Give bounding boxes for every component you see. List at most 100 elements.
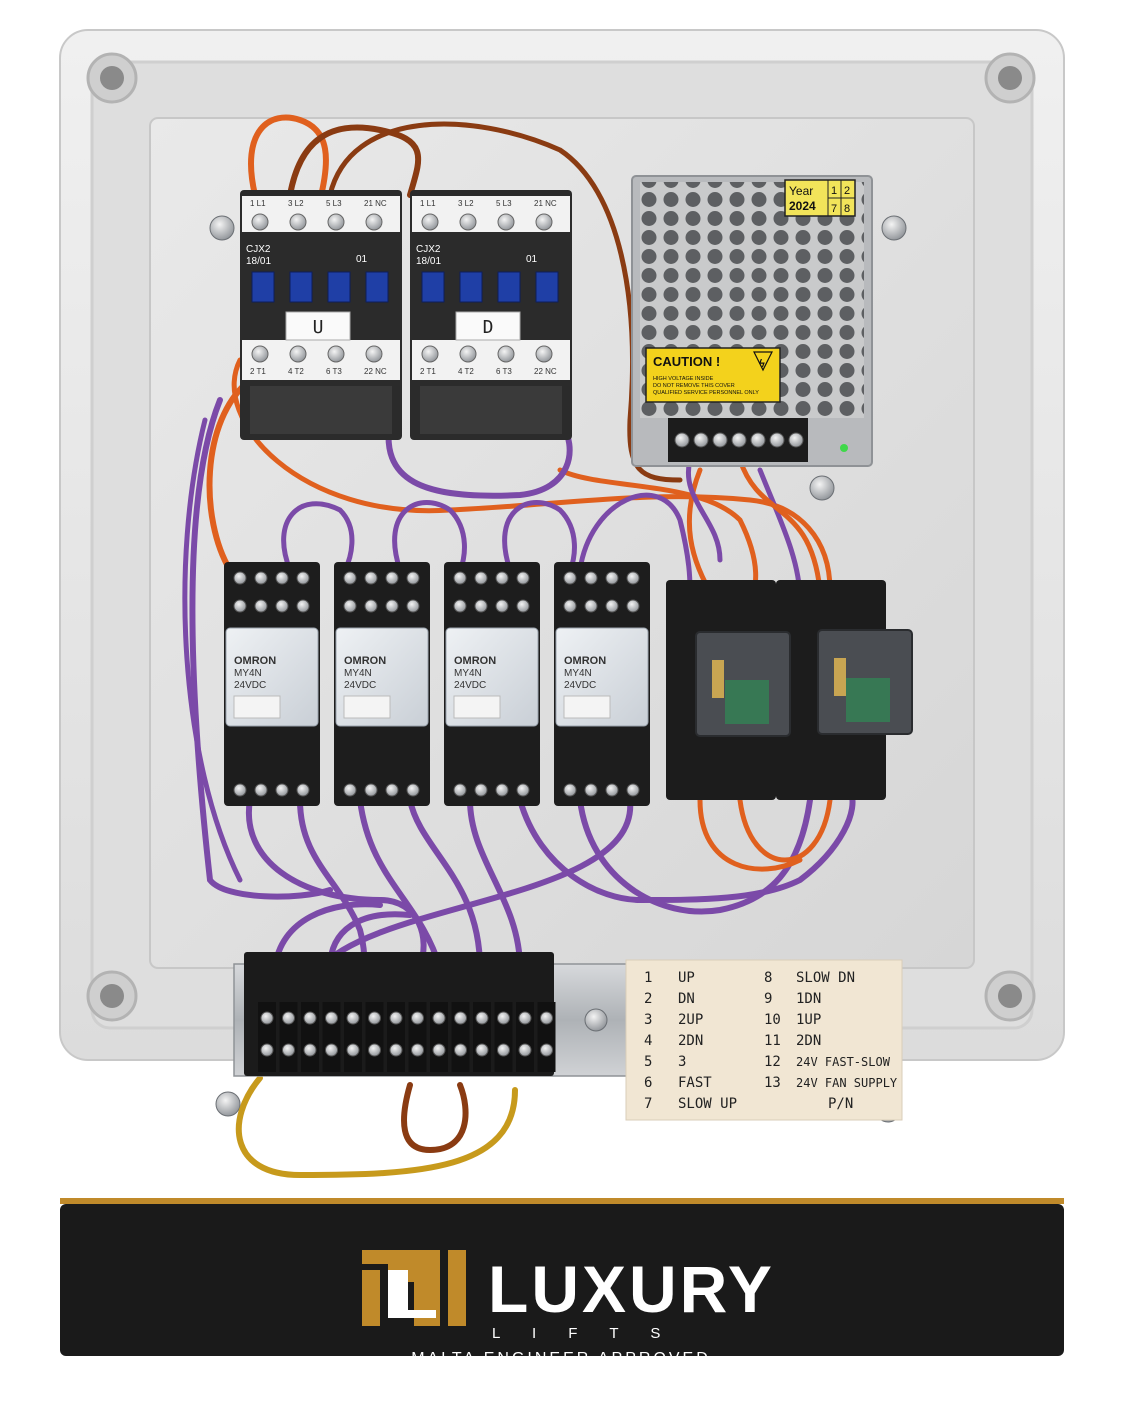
legend-right-label: 2DN xyxy=(796,1033,821,1049)
legend-right-label: SLOW DN xyxy=(796,970,855,986)
caution-line: HIGH VOLTAGE INSIDE xyxy=(653,376,714,382)
contactor-aux: 01 xyxy=(526,254,538,265)
year-grid-digit: 8 xyxy=(844,203,850,215)
year-grid-digit: 7 xyxy=(831,203,837,215)
relay-voltage: 24VDC xyxy=(234,680,266,691)
legend-right-num: 10 xyxy=(764,1012,781,1028)
legend-right-label: 1UP xyxy=(796,1012,821,1028)
legend-left-label: SLOW UP xyxy=(678,1096,737,1112)
terminal-rail xyxy=(233,952,641,1077)
year-label-text: Year xyxy=(789,184,813,198)
legend-left-num: 1 xyxy=(644,970,652,986)
psu-terminal-screw xyxy=(731,432,747,448)
brand-tagline: MALTA ENGINEER APPROVED xyxy=(411,1350,711,1367)
psu-led-indicator xyxy=(840,444,848,452)
timer-relays xyxy=(666,580,913,800)
legend-left-label: 2DN xyxy=(678,1033,703,1049)
relay-model: MY4N xyxy=(454,668,482,679)
legend-left-label: FAST xyxy=(678,1075,712,1091)
psu-terminal-screw xyxy=(788,432,804,448)
contactor-terminal-label: 4 T2 xyxy=(458,367,474,376)
relay-brand: OMRON xyxy=(234,655,276,667)
lightning-icon: ϟ xyxy=(759,358,765,370)
year-grid-digit: 1 xyxy=(831,185,837,197)
psu-terminal-screw xyxy=(693,432,709,448)
legend-right-num: 9 xyxy=(764,991,772,1007)
legend-left-num: 7 xyxy=(644,1096,652,1112)
legend-right-label: P/N xyxy=(828,1096,853,1112)
legend-left-num: 4 xyxy=(644,1033,652,1049)
caution-line: QUALIFIED SERVICE PERSONNEL ONLY xyxy=(653,390,759,396)
relay-brand: OMRON xyxy=(564,655,606,667)
contactor-terminal-label: 2 T1 xyxy=(420,367,436,376)
relay-model: MY4N xyxy=(564,668,592,679)
relay-brand: OMRON xyxy=(454,655,496,667)
brand-banner: LUXURY L I F T S MALTA ENGINEER APPROVED xyxy=(60,1198,1064,1367)
hazard-icon xyxy=(753,351,773,372)
contactor-terminal-label: 5 L3 xyxy=(326,199,342,208)
legend-right-label: 24V FAST-SLOW xyxy=(796,1055,891,1069)
legend-left-num: 6 xyxy=(644,1075,652,1091)
legend-right-label: 1DN xyxy=(796,991,821,1007)
relay-model: MY4N xyxy=(234,668,262,679)
contactor-model: CJX2 xyxy=(416,244,441,255)
relays: OMRONMY4N24VDCOMRONMY4N24VDCOMRONMY4N24V… xyxy=(224,562,650,806)
legend-left-label: 3 xyxy=(678,1054,686,1070)
brand-sub: L I F T S xyxy=(492,1325,674,1342)
contactor-direction-label: D xyxy=(483,317,494,338)
brand-name: LUXURY xyxy=(488,1252,775,1326)
relay-voltage: 24VDC xyxy=(454,680,486,691)
psu-terminal-screw xyxy=(674,432,690,448)
legend-right-num: 11 xyxy=(764,1033,781,1049)
contactor-terminal-label: 22 NC xyxy=(534,367,557,376)
legend-left-label: UP xyxy=(678,970,695,986)
legend-left-num: 2 xyxy=(644,991,652,1007)
contactor-terminal-label: 21 NC xyxy=(534,199,557,208)
legend-left-num: 3 xyxy=(644,1012,652,1028)
caution-line: DO NOT REMOVE THIS COVER xyxy=(653,383,735,389)
contactor-rating: 18/01 xyxy=(416,256,441,267)
power-supply-unit: Year 2024 1 2 7 8 CAUTION ! HIGH VOLTAGE… xyxy=(631,175,873,467)
caution-title: CAUTION ! xyxy=(653,354,720,369)
contactor-terminal-label: 3 L2 xyxy=(288,199,304,208)
contactor-terminal-label: 2 T1 xyxy=(250,367,266,376)
contactor-terminal-label: 6 T3 xyxy=(496,367,512,376)
legend-left-label: DN xyxy=(678,991,695,1007)
luxury-lifts-logo xyxy=(362,1250,466,1326)
legend-right-num: 12 xyxy=(764,1054,781,1070)
wiring-harness xyxy=(182,114,856,1179)
contactor-terminal-label: 6 T3 xyxy=(326,367,342,376)
contactor-terminal-label: 5 L3 xyxy=(496,199,512,208)
psu-terminal-screw xyxy=(769,432,785,448)
legend-left-label: 2UP xyxy=(678,1012,703,1028)
contactor-aux: 01 xyxy=(356,254,368,265)
year-value-text: 2024 xyxy=(789,199,816,213)
relay-voltage: 24VDC xyxy=(564,680,596,691)
legend-right-label: 24V FAN SUPPLY xyxy=(796,1076,898,1090)
contactor-terminal-label: 1 L1 xyxy=(250,199,266,208)
contactor-model: CJX2 xyxy=(246,244,271,255)
year-grid-digit: 2 xyxy=(844,185,850,197)
psu-terminal-screw xyxy=(750,432,766,448)
contactor-terminal-label: 4 T2 xyxy=(288,367,304,376)
contactor-terminal-label: 21 NC xyxy=(364,199,387,208)
contactor-direction-label: U xyxy=(313,317,324,338)
psu-terminal-screw xyxy=(712,432,728,448)
contactor-terminal-label: 3 L2 xyxy=(458,199,474,208)
corner-holes xyxy=(86,52,1036,1022)
legend-left-num: 5 xyxy=(644,1054,652,1070)
contactor-terminal-label: 1 L1 xyxy=(420,199,436,208)
contactor-2: 1 L1 3 L2 5 L3 21 NC 2 T1 4 T2 6 T3 22 NC CJX218… xyxy=(410,190,572,440)
relay-brand: OMRON xyxy=(344,655,386,667)
legend-right-num: 8 xyxy=(764,970,772,986)
relay-voltage: 24VDC xyxy=(344,680,376,691)
relay-model: MY4N xyxy=(344,668,372,679)
